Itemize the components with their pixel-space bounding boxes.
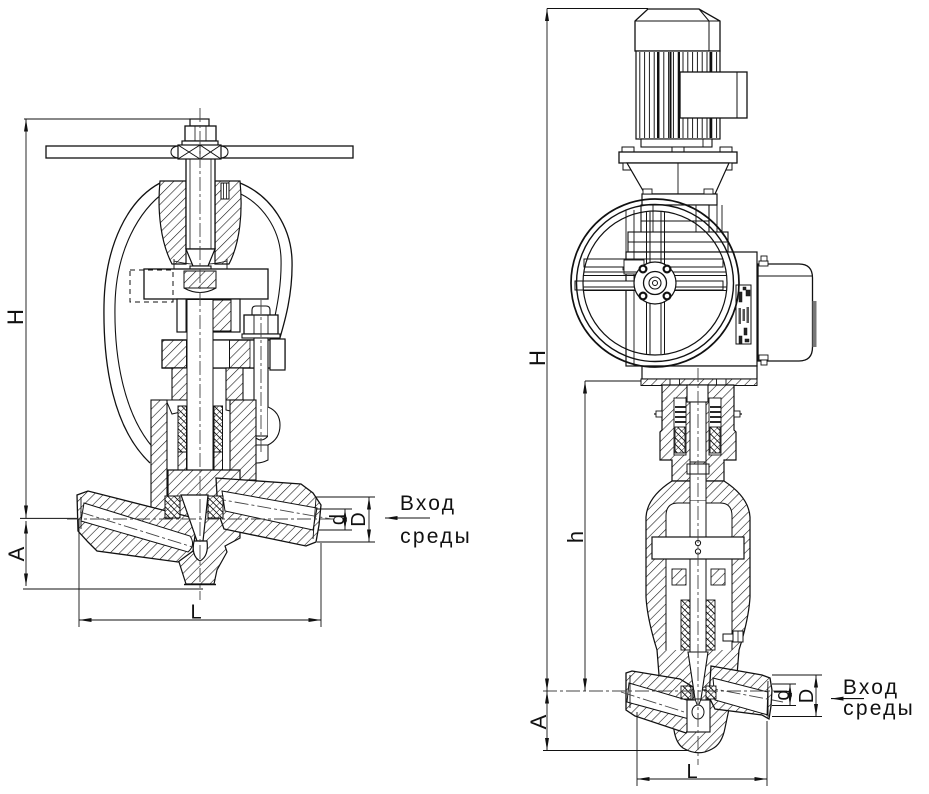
svg-text:H: H xyxy=(525,350,550,366)
svg-text:H: H xyxy=(3,309,28,325)
svg-text:L: L xyxy=(686,761,697,783)
svg-text:D: D xyxy=(348,512,370,526)
svg-text:d: d xyxy=(327,514,349,525)
svg-text:A: A xyxy=(526,714,551,729)
svg-text:Вход: Вход xyxy=(400,492,456,515)
svg-text:d: d xyxy=(772,689,794,700)
svg-text:среды: среды xyxy=(843,697,915,720)
svg-text:L: L xyxy=(190,602,201,624)
svg-text:среды: среды xyxy=(400,525,472,548)
svg-text:h: h xyxy=(563,531,588,543)
svg-text:A: A xyxy=(4,546,29,561)
svg-text:Вход: Вход xyxy=(843,676,899,699)
svg-text:D: D xyxy=(796,689,818,703)
